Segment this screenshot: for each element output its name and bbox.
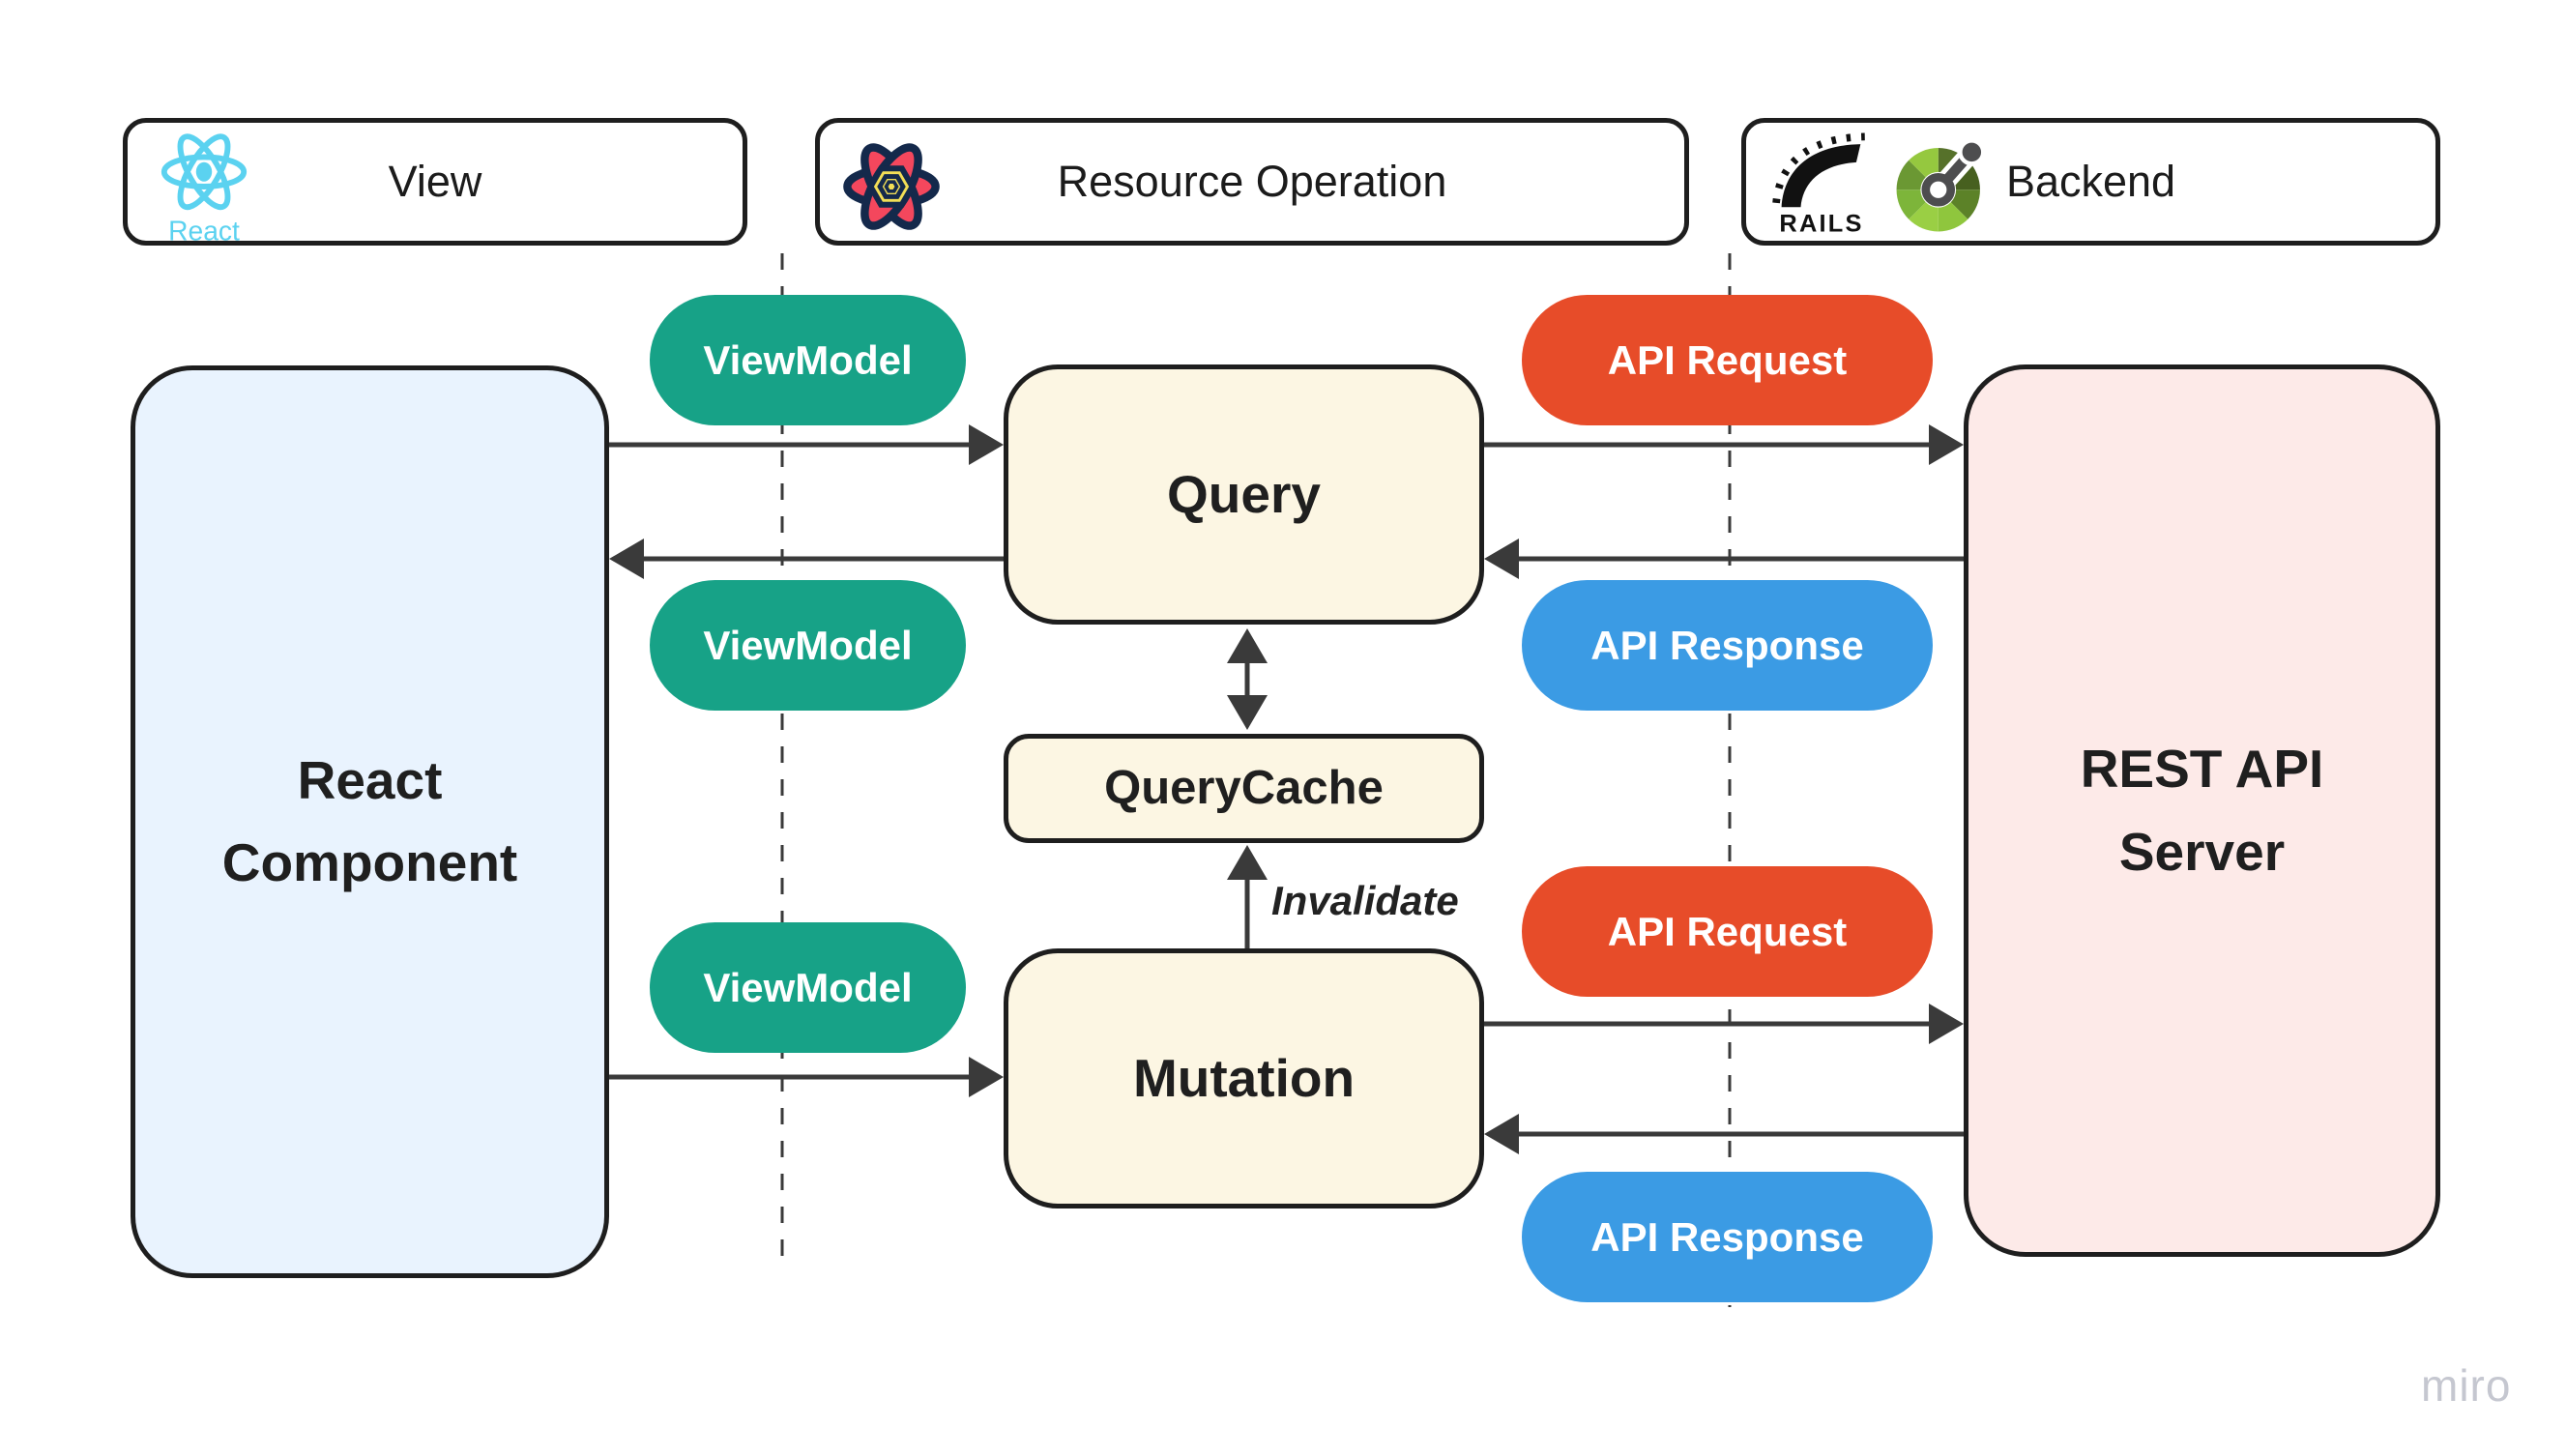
pill-api-request-1-label: API Request [1607, 336, 1848, 383]
node-react-component-label: React Component [221, 749, 518, 892]
legend-label-view: View [388, 157, 482, 206]
arrow-query-to-rest [1484, 424, 1964, 465]
rails-logo-caption: RAILS [1779, 211, 1863, 235]
legend-label-backend: Backend [2005, 157, 2176, 206]
pill-api-response-1-label: API Response [1590, 622, 1864, 668]
node-query[interactable]: Query [1004, 364, 1484, 625]
node-query-label: Query [1167, 463, 1321, 524]
react-logo-caption: React [168, 215, 240, 245]
node-query-cache-label: QueryCache [1104, 761, 1384, 814]
arrow-query-to-react [609, 539, 1004, 579]
node-mutation[interactable]: Mutation [1004, 948, 1484, 1208]
arrow-mutation-to-querycache [1227, 845, 1268, 948]
node-query-cache[interactable]: QueryCache [1004, 734, 1484, 843]
pill-viewmodel-3[interactable]: ViewModel [650, 922, 966, 1053]
arrow-mutation-to-rest [1484, 1004, 1964, 1044]
pill-api-request-1[interactable]: API Request [1522, 295, 1933, 425]
miro-watermark: miro [2421, 1360, 2512, 1411]
arrow-query-querycache-bidirectional [1227, 628, 1268, 730]
pill-viewmodel-2-label: ViewModel [703, 622, 913, 668]
legend-box-backend[interactable]: RAILS Backend [1741, 118, 2440, 246]
invalidate-label: Invalidate [1271, 878, 1459, 923]
node-mutation-label: Mutation [1132, 1047, 1356, 1108]
node-react-component[interactable]: React Component [131, 365, 609, 1278]
node-rest-api-server-label: REST API Server [2080, 739, 2324, 882]
pill-viewmodel-1[interactable]: ViewModel [650, 295, 966, 425]
pill-api-request-2-label: API Request [1607, 908, 1848, 954]
react-logo-icon: React [160, 133, 248, 245]
pill-api-response-2[interactable]: API Response [1522, 1172, 1933, 1302]
rails-logo-icon: RAILS [1772, 132, 1865, 235]
arrow-rest-to-mutation [1484, 1114, 1964, 1154]
arrow-react-to-mutation [609, 1057, 1004, 1097]
openapi-logo-icon [1896, 138, 1986, 232]
arrows [609, 424, 1964, 1154]
arrow-react-to-query [609, 424, 1004, 465]
node-rest-api-server[interactable]: REST API Server [1964, 364, 2440, 1257]
pill-viewmodel-3-label: ViewModel [703, 964, 913, 1010]
pill-viewmodel-1-label: ViewModel [703, 336, 913, 383]
pill-viewmodel-2[interactable]: ViewModel [650, 580, 966, 711]
legend-box-resource-operation[interactable]: Resource Operation [815, 118, 1689, 246]
react-query-logo-icon [843, 143, 940, 230]
pill-api-request-2[interactable]: API Request [1522, 866, 1933, 997]
legend-box-view[interactable]: React View [123, 118, 747, 246]
pill-api-response-2-label: API Response [1590, 1213, 1864, 1260]
pill-api-response-1[interactable]: API Response [1522, 580, 1933, 711]
arrow-rest-to-query [1484, 539, 1964, 579]
legend-label-resource-operation: Resource Operation [1057, 157, 1447, 206]
